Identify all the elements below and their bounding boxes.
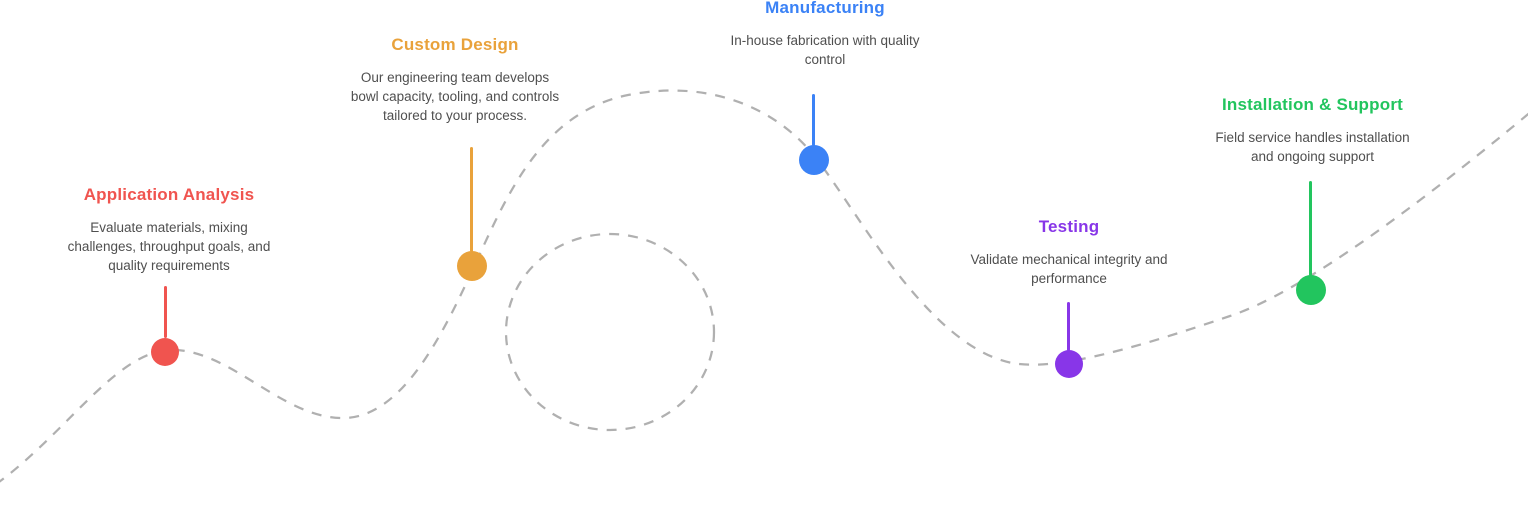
milestone-dot [457,251,487,281]
milestone-dot [1296,275,1326,305]
milestone-description: Field service handles installation and o… [1215,130,1410,164]
milestone-dot [1055,350,1083,378]
milestone-title: Manufacturing [765,0,885,17]
milestone-description: Our engineering team develops bowl capac… [350,70,560,123]
milestone-description: In-house fabrication with quality contro… [730,33,920,67]
milestone-description: Evaluate materials, mixing challenges, t… [67,220,271,273]
milestone-testing: Testing Validate mechanical integrity an… [959,217,1179,288]
milestone-connector [1309,181,1312,276]
milestone-title: Testing [1038,217,1100,236]
milestone-title: Application Analysis [83,185,255,204]
milestone-connector [812,94,815,146]
milestone-connector [1067,302,1070,351]
milestone-connector [470,147,473,252]
milestone-title: Custom Design [391,35,519,54]
milestone-dot [151,338,179,366]
milestone-installation-support: Installation & Support Field service han… [1190,95,1435,166]
milestone-title: Installation & Support [1221,95,1403,114]
milestone-custom-design: Custom Design Our engineering team devel… [335,35,575,125]
timeline-loop [504,232,716,432]
milestone-description: Validate mechanical integrity and perfor… [970,252,1168,286]
milestone-manufacturing: Manufacturing In-house fabrication with … [712,0,938,69]
milestone-dot [799,145,829,175]
milestone-application-analysis: Application Analysis Evaluate materials,… [64,185,274,275]
milestone-connector [164,286,167,338]
